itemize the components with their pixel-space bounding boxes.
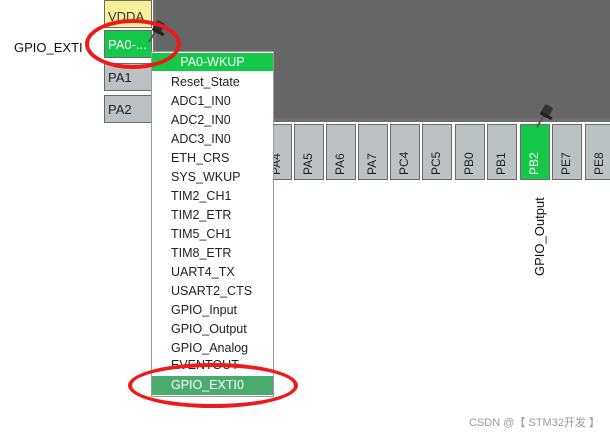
menu-item-tim8-etr[interactable]: TIM8_ETR: [171, 246, 232, 260]
pin-pa7[interactable]: PA7: [358, 124, 388, 180]
menu-item-gpio-output[interactable]: GPIO_Output: [171, 322, 247, 336]
menu-item-usart2-cts[interactable]: USART2_CTS: [171, 284, 253, 298]
pin-pe7[interactable]: PE7: [552, 124, 582, 180]
menu-item-gpio-input[interactable]: GPIO_Input: [171, 303, 238, 317]
menu-item-reset-state[interactable]: Reset_State: [171, 75, 240, 89]
pin-label: PA6: [333, 153, 347, 175]
menu-item-uart4-tx[interactable]: UART4_TX: [171, 265, 235, 279]
watermark: CSDN @【 STM32开发 】: [469, 417, 600, 429]
annotation-ring-pa0: [85, 19, 181, 69]
menu-header: PA0-WKUP: [152, 53, 273, 71]
menu-item-adc1-in0[interactable]: ADC1_IN0: [171, 94, 231, 108]
pushpin-icon: [536, 104, 553, 128]
pin-label: PA5: [301, 153, 315, 175]
menu-item-adc2-in0[interactable]: ADC2_IN0: [171, 113, 231, 127]
pin-label: PA7: [365, 153, 379, 175]
menu-item-tim2-ch1[interactable]: TIM2_CH1: [171, 189, 232, 203]
left-signal-label: GPIO_EXTI: [14, 40, 83, 55]
pin-pe8[interactable]: PE8: [585, 124, 610, 180]
annotation-ring-exti0: [128, 363, 298, 408]
menu-item-tim2-etr[interactable]: TIM2_ETR: [171, 208, 232, 222]
pin-function-menu: PA0-WKUP Reset_State ADC1_IN0 ADC2_IN0 A…: [151, 51, 274, 397]
pin-pb2[interactable]: PB2: [520, 124, 550, 180]
pin-pb1[interactable]: PB1: [487, 124, 517, 180]
pin-label: PE7: [559, 152, 573, 175]
menu-item-gpio-analog[interactable]: GPIO_Analog: [171, 341, 249, 355]
pin-label: PC5: [429, 151, 443, 175]
pin-pa5[interactable]: PA5: [294, 124, 324, 180]
pin-label: PA1: [108, 70, 132, 85]
pin-label: PC4: [397, 151, 411, 175]
menu-item-eth-crs[interactable]: ETH_CRS: [171, 151, 230, 165]
pin-label: PB1: [494, 152, 508, 175]
menu-item-adc3-in0[interactable]: ADC3_IN0: [171, 132, 231, 146]
pin-label: PE8: [592, 152, 606, 175]
menu-item-tim5-ch1[interactable]: TIM5_CH1: [171, 227, 232, 241]
bottom-signal-label: GPIO_Output: [532, 197, 547, 276]
pin-pa6[interactable]: PA6: [326, 124, 356, 180]
pin-pc4[interactable]: PC4: [390, 124, 420, 180]
pin-label: PA2: [108, 102, 132, 117]
pin-label: PB2: [527, 152, 541, 175]
pin-label: PB0: [462, 152, 476, 175]
menu-item-sys-wkup[interactable]: SYS_WKUP: [171, 170, 241, 184]
pin-pa2[interactable]: PA2: [104, 95, 152, 123]
pin-pb0[interactable]: PB0: [455, 124, 485, 180]
pin-pc5[interactable]: PC5: [422, 124, 452, 180]
